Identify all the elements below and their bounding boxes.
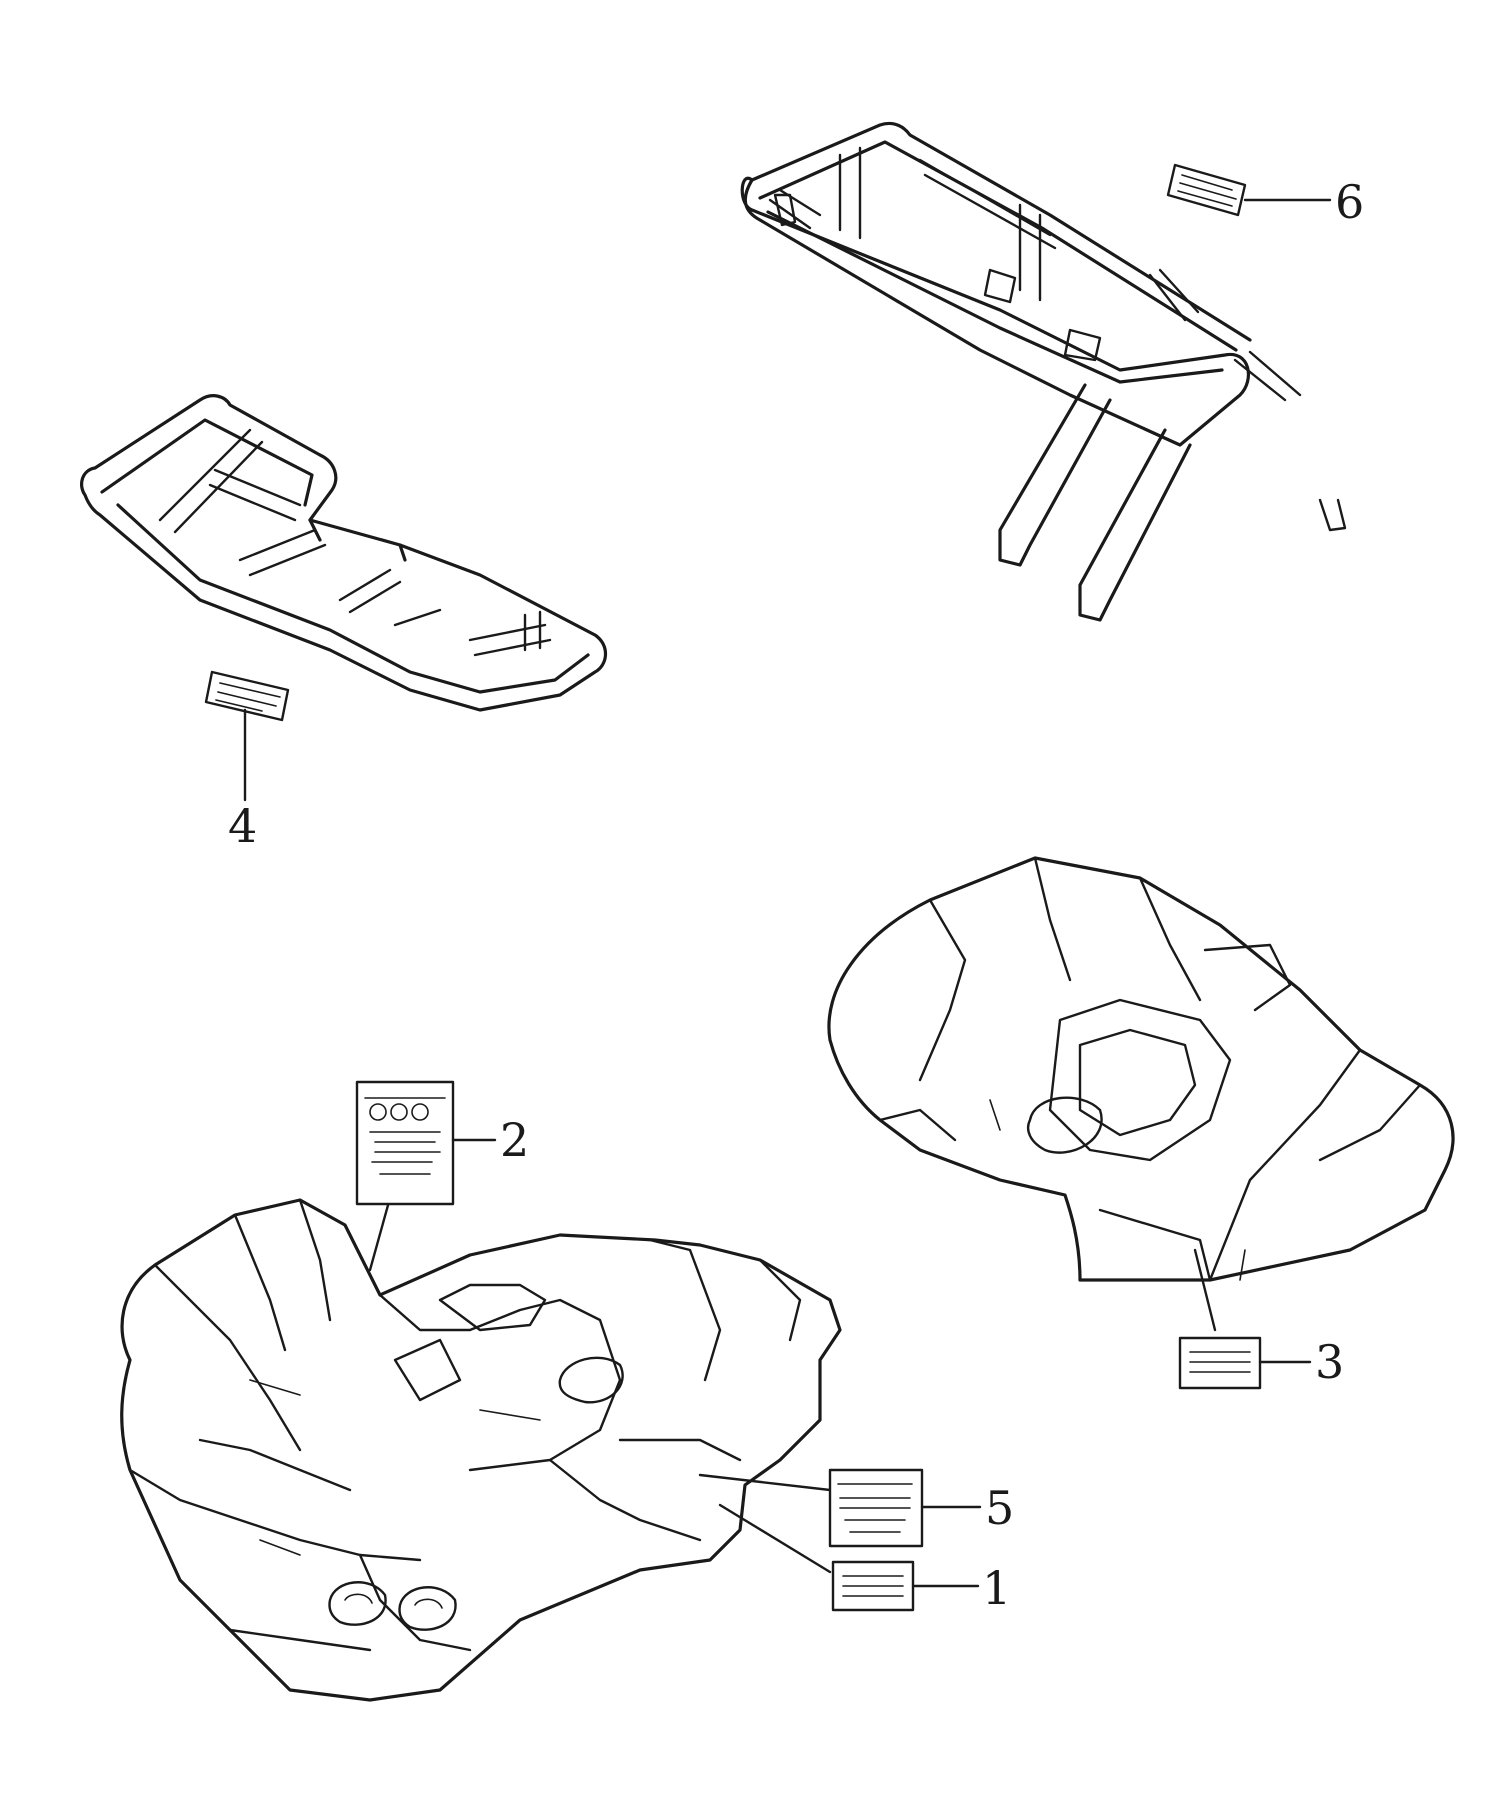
callout-6: 6 [1335,175,1364,229]
decal-5 [828,1468,924,1548]
front-body-panel-drawing [120,1080,982,1702]
rear-fender-drawing [827,856,1455,1390]
decal-1 [831,1560,915,1612]
callout-2: 2 [500,1113,529,1167]
decal-2 [355,1080,455,1206]
decal-6 [1166,163,1247,217]
callout-3: 3 [1315,1335,1344,1389]
callout-4: 4 [228,799,257,853]
decal-3 [1178,1336,1262,1390]
front-rack-drawing [80,394,608,802]
callout-1: 1 [982,1561,1011,1615]
decal-4 [204,670,290,722]
callout-5: 5 [985,1481,1014,1535]
rear-rack-drawing [740,121,1347,622]
